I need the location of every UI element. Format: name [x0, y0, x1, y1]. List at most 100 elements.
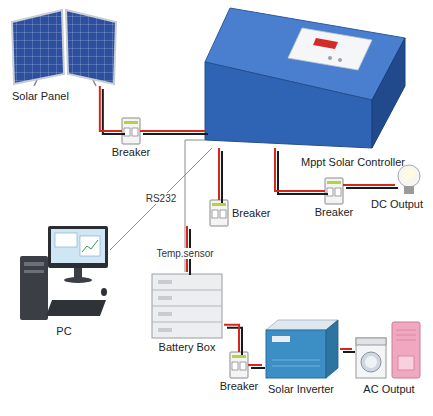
component-node: Breaker [230, 352, 248, 378]
power-wire [275, 148, 328, 194]
bulb-illustration [403, 169, 415, 179]
breaker-symbol [230, 352, 248, 378]
line-label: Temp.sensor [154, 248, 215, 259]
breaker-symbol [124, 121, 138, 124]
pc-illustration [64, 277, 92, 283]
power-wire [340, 349, 355, 352]
breaker-symbol [132, 128, 138, 136]
power-wire [248, 365, 265, 368]
pc-illustration [20, 256, 48, 320]
ac-load-illustration [356, 338, 386, 378]
component-label: Mppt Solar Controller [301, 156, 405, 169]
component-label: Breaker [315, 206, 354, 219]
label-group: Breaker [315, 206, 354, 219]
pc-illustration [48, 226, 108, 268]
breaker-symbol [210, 200, 228, 226]
controller-illustration [205, 62, 372, 148]
breaker-symbol [122, 118, 140, 144]
component-label: PC [56, 325, 71, 338]
controller-illustration [372, 38, 405, 148]
battery-box-illustration [158, 328, 172, 332]
label-group: Breaker [232, 207, 271, 220]
label-group: Solar Panel [12, 90, 69, 103]
ac-load-illustration [398, 356, 414, 370]
component-node: Battery Box [150, 272, 224, 338]
battery-box-illustration [158, 296, 172, 300]
power-wire [140, 130, 205, 132]
component-node: AC Output [352, 318, 426, 380]
component-label: Breaker [220, 380, 259, 393]
inverter-illustration [272, 336, 290, 342]
power-wire [100, 86, 122, 131]
inverter-illustration [326, 320, 338, 378]
power-wire [100, 86, 125, 134]
ac-load-illustration [396, 340, 416, 341]
component-node: DC Output [395, 165, 423, 195]
component-node: Solar Inverter [262, 318, 340, 380]
ac-load-illustration [396, 330, 416, 331]
ac-load-illustration [396, 335, 416, 336]
label-group: Breaker [112, 146, 151, 159]
power-wire [343, 185, 398, 188]
component-node: Solar Panel [8, 6, 120, 86]
solar-panel-illustration [12, 10, 64, 84]
pc-illustration [82, 240, 98, 252]
power-wire [221, 151, 223, 203]
component-label: Breaker [112, 146, 151, 159]
breaker-symbol [212, 210, 218, 218]
battery-box-illustration [158, 280, 172, 284]
component-label: Solar Panel [12, 90, 69, 103]
solar-panel-illustration [66, 10, 116, 84]
ac-load-illustration [392, 322, 420, 378]
pc-illustration [55, 233, 77, 247]
component-node: PC [18, 225, 110, 323]
controller-illustration [313, 38, 338, 49]
pc-illustration [101, 288, 107, 296]
component-node: Breaker [122, 118, 140, 144]
signal-line [110, 148, 212, 250]
power-wire [340, 348, 352, 350]
controller-illustration [338, 58, 342, 62]
power-wire [140, 131, 208, 134]
breaker-symbol [232, 362, 238, 370]
breaker-symbol [335, 188, 341, 196]
battery-box-illustration [152, 274, 222, 338]
component-label: DC Output [371, 198, 423, 211]
component-label: Breaker [232, 207, 271, 220]
power-wire [251, 367, 265, 369]
breaker-symbol [325, 178, 343, 204]
label-group: Breaker [220, 380, 259, 393]
pc-illustration [51, 229, 105, 263]
signal-line [110, 148, 212, 250]
power-wire [275, 148, 325, 191]
power-wire [343, 184, 395, 186]
battery-box-illustration [152, 290, 222, 291]
power-wire [346, 187, 398, 189]
inverter-illustration [266, 330, 326, 378]
component-node: Breaker [210, 200, 228, 226]
solar-panel-illustration [12, 10, 116, 86]
bulb-illustration [398, 165, 420, 187]
pc-illustration [24, 262, 44, 266]
label-group: PC [56, 325, 71, 338]
ac-load-illustration [361, 352, 381, 372]
label-group: Solar Inverter [268, 383, 334, 396]
power-wire [224, 325, 242, 355]
breaker-symbol [232, 355, 246, 358]
power-wire [218, 148, 220, 200]
inverter-illustration [272, 360, 320, 361]
breaker-symbol [210, 200, 228, 226]
pc-illustration [74, 268, 82, 278]
breaker-symbol [327, 181, 341, 184]
component-node: Breaker [325, 178, 343, 204]
breaker-symbol [122, 118, 140, 144]
breaker-symbol [230, 352, 248, 378]
power-wire [219, 148, 222, 203]
ac-load-illustration [356, 322, 420, 378]
label-group: AC Output [363, 383, 414, 396]
component-label: AC Output [363, 383, 414, 396]
